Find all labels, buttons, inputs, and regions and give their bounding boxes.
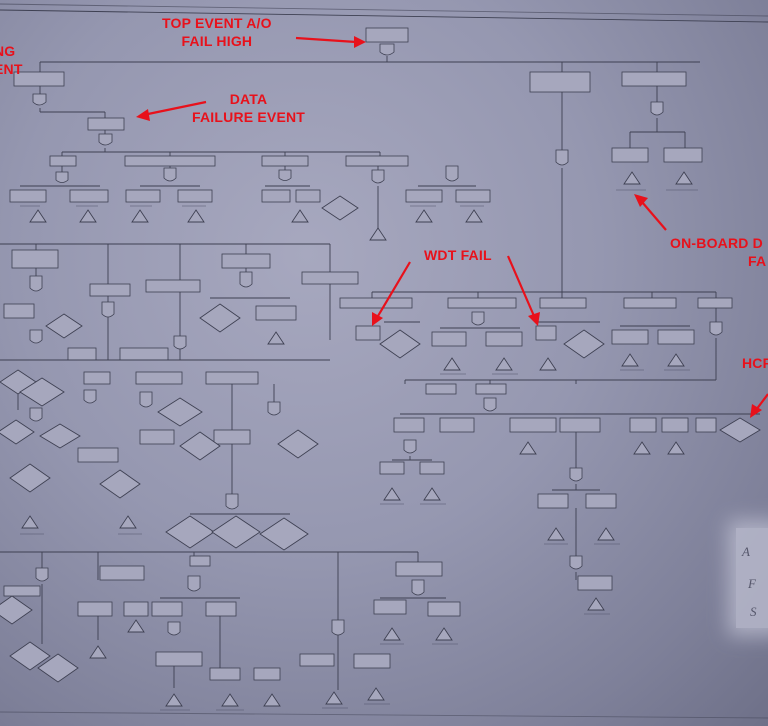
- hcf-level: [379, 379, 761, 611]
- annotation-on-board-line2: FA: [748, 253, 767, 269]
- annotation-data-failure-line2: FAILURE EVENT: [192, 109, 306, 125]
- left-branch: [13, 71, 125, 152]
- annotation-data-failure: DATA FAILURE EVENT: [192, 90, 305, 126]
- right-branch: [529, 71, 703, 292]
- corner-char-1: A: [742, 544, 750, 559]
- annotation-left-edge-line2: ENT: [0, 61, 23, 77]
- annotation-top-event-line1: TOP EVENT A/O: [162, 15, 272, 31]
- corner-title-block: A F S: [736, 528, 768, 628]
- corner-char-3: S: [750, 604, 757, 619]
- wdt-level: [339, 291, 733, 380]
- sheet-border: [0, 3, 768, 719]
- annotation-wdt-fail-label: WDT FAIL: [424, 247, 492, 263]
- annotation-left-edge-line1: NG: [0, 43, 16, 59]
- top-bus: [39, 61, 700, 72]
- annotation-on-board-line1: ON-BOARD D: [670, 235, 763, 251]
- annotation-data-failure-line1: DATA: [229, 91, 268, 107]
- bottom-subtree: [0, 551, 461, 707]
- printed-text-marks: [20, 189, 698, 711]
- left-subtree: [0, 243, 359, 551]
- annotation-on-board: ON-BOARD D FA: [670, 234, 766, 270]
- annotation-hcf-label: HCF: [742, 355, 768, 371]
- data-failure-children: [9, 151, 491, 241]
- annotation-top-event-line2: FAIL HIGH: [181, 33, 253, 49]
- corner-char-2: F: [748, 576, 756, 591]
- top-event-node: [365, 27, 409, 62]
- annotation-left-edge: NG ENT: [0, 42, 23, 78]
- annotation-wdt-fail: WDT FAIL: [424, 246, 492, 264]
- annotation-top-event: TOP EVENT A/O FAIL HIGH: [162, 14, 272, 50]
- annotation-hcf: HCF: [742, 354, 768, 372]
